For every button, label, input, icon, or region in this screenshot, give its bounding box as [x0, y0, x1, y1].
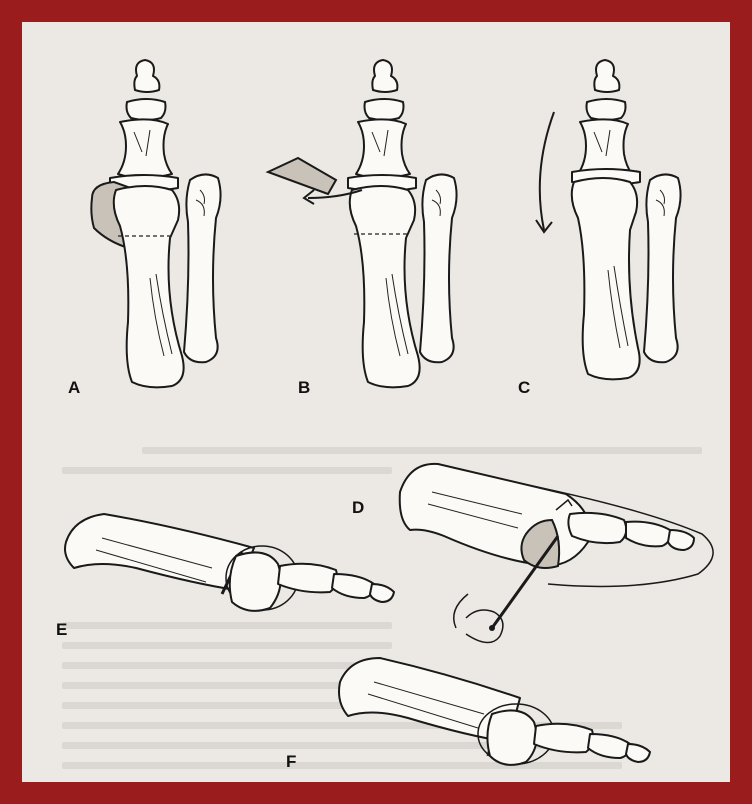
illustration-page: A B C D E F: [22, 22, 730, 782]
osteotomy-illustration: [22, 22, 730, 782]
panel-c-corrected: [536, 60, 681, 379]
panel-e-rotated-head: [65, 514, 394, 611]
panel-d-osteotomy-saw: [400, 464, 713, 643]
rotation-arrow: [540, 112, 554, 230]
panel-label-d: D: [352, 498, 364, 518]
panel-label-b: B: [298, 378, 310, 398]
panel-label-e: E: [56, 620, 67, 640]
panel-a-toe-bones: [91, 60, 220, 387]
bone-wedge: [268, 158, 336, 194]
panel-b-wedge-removal: [268, 60, 457, 387]
panel-label-c: C: [518, 378, 530, 398]
panel-f-fixed: [339, 658, 650, 765]
panel-label-a: A: [68, 378, 80, 398]
panel-label-f: F: [286, 752, 296, 772]
